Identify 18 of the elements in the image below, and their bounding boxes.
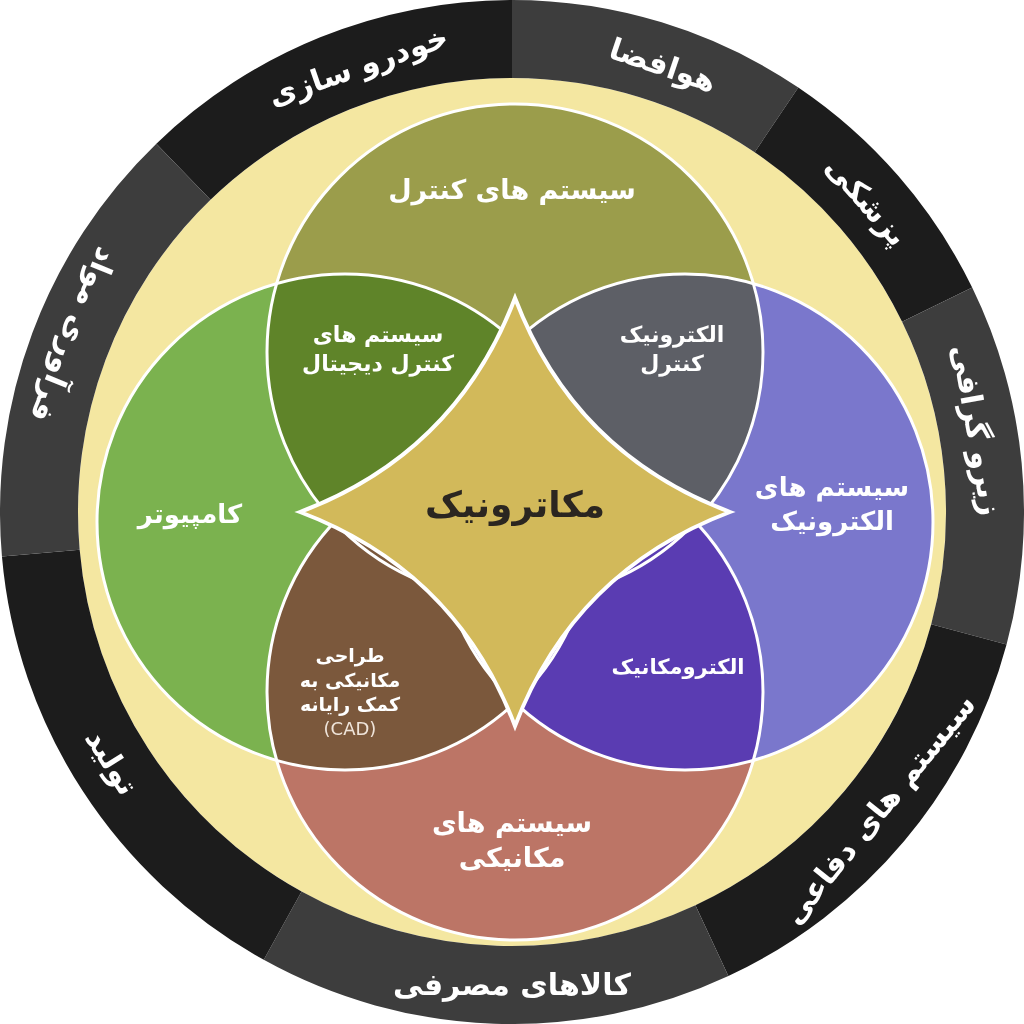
- center-label: مکاترونیک: [423, 482, 607, 528]
- segment-label: کالاهای مصرفی: [393, 965, 631, 1004]
- segment-label: هوافضا: [604, 29, 722, 102]
- overlap-label: الکترومکانیک: [610, 654, 746, 682]
- segment-label: خودرو سازی: [263, 17, 454, 115]
- overlap-label: الکترونیک کنترل: [618, 321, 726, 379]
- circle-label: کامپیوتر: [135, 498, 244, 532]
- segment-label: زیرو گرافی: [943, 341, 1011, 519]
- circle-label: سیستم های الکترونیک: [753, 471, 911, 539]
- circle-label: سیستم های مکانیکی: [430, 805, 594, 875]
- circle-label: سیستم های کنترل: [387, 173, 637, 208]
- segment-label: تولید: [77, 721, 147, 803]
- abbreviation-label: (CAD): [322, 717, 378, 741]
- overlap-label: سیستم های کنترل دیجیتال: [301, 321, 455, 379]
- segment-label: سیستم های دفاعی: [774, 686, 984, 933]
- segment-label: پزشکی: [817, 148, 917, 255]
- overlap-label: طراحی مکانیکی به کمک رایانه: [298, 643, 402, 718]
- segment-label: فرآوری مواد: [22, 241, 127, 429]
